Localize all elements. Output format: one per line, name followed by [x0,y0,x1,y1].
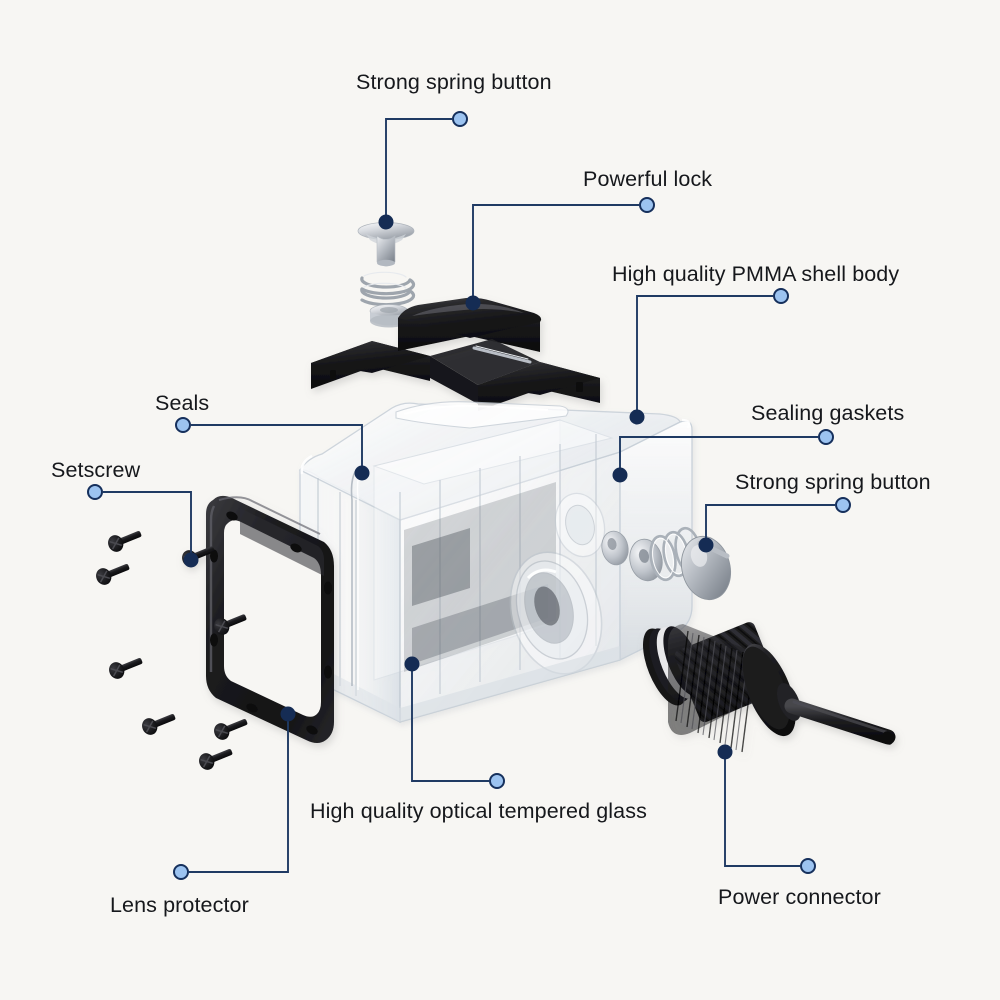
callout-label: Setscrew [51,458,141,482]
leader-line [191,424,363,473]
callout-label: Power connector [718,885,881,909]
leader-line [103,491,192,560]
callout-label: Powerful lock [583,167,712,191]
callout-setscrew[interactable]: Setscrew [51,458,199,568]
part-coil-spring [360,271,416,307]
callout-label: Strong spring button [735,470,931,494]
anchor-dot [629,409,645,425]
anchor-dot [612,467,628,483]
camera-lens [509,551,603,675]
callout-label: Sealing gaskets [751,401,904,425]
label-dot[interactable] [835,497,851,513]
callout-label: High quality optical tempered glass [310,799,647,823]
callout-seals[interactable]: Seals [155,391,370,481]
leader-line [189,714,289,873]
label-dot[interactable] [175,417,191,433]
leader-line [411,664,489,782]
callout-lens-protector[interactable]: Lens protector [110,706,296,918]
label-dot[interactable] [773,288,789,304]
callout-label: Strong spring button [356,70,552,94]
leader-line [636,295,773,417]
callout-sealing-gaskets[interactable]: Sealing gaskets [612,401,905,483]
anchor-dot [465,295,481,311]
callout-optical-tempered-glass[interactable]: High quality optical tempered glass [310,656,647,824]
anchor-dot [698,537,714,553]
anchor-dot [378,214,394,230]
leader-line [619,436,818,475]
callout-power-connector[interactable]: Power connector [717,744,881,910]
callout-strong-spring-button-right[interactable]: Strong spring button [698,470,931,553]
anchor-dot [717,744,733,760]
leader-line [385,118,452,222]
callout-label: Lens protector [110,893,249,917]
part-power-connector [642,622,896,753]
label-dot[interactable] [489,773,505,789]
label-dot[interactable] [452,111,468,127]
callout-strong-spring-button-top[interactable]: Strong spring button [356,70,552,230]
label-dot[interactable] [173,864,189,880]
anchor-dot [280,706,296,722]
leader-line [472,204,639,303]
part-latch-lock [311,297,600,411]
callout-label: Seals [155,391,209,415]
leader-line [724,752,800,867]
leader-line [705,504,835,545]
label-dot[interactable] [800,858,816,874]
callout-label: High quality PMMA shell body [612,262,899,286]
part-spring-button-top [357,222,415,267]
label-dot[interactable] [818,429,834,445]
label-dot[interactable] [87,484,103,500]
anchor-dot [183,552,199,568]
part-shell-body [299,401,693,724]
part-setscrews [96,531,248,770]
callout-pmma-shell-body[interactable]: High quality PMMA shell body [612,262,899,425]
callout-powerful-lock[interactable]: Powerful lock [465,167,713,311]
anchor-dot [354,465,370,481]
anchor-dot [404,656,420,672]
label-dot[interactable] [639,197,655,213]
